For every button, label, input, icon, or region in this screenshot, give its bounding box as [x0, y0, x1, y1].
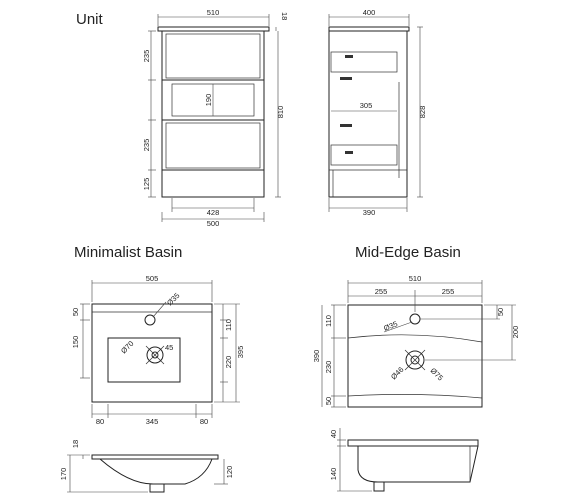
minimalist-tap-hole	[144, 314, 156, 326]
minimalist-basin-bowl	[107, 337, 181, 383]
unit-side-top-drawer	[330, 51, 398, 73]
unit-side-worktop	[328, 26, 410, 32]
mid-edge-basin-side-view: 40 140	[329, 428, 479, 492]
dim-mid-edge-left-110: 110	[324, 315, 333, 327]
dim-unit-drawer-top: 235	[142, 50, 151, 63]
dim-mid-edge-right-50: 50	[496, 308, 505, 316]
unit-front-view: 510 18 235 235 125 190 810 428 500	[142, 8, 289, 228]
dim-mid-edge-left-50: 50	[324, 397, 333, 405]
minimalist-waste	[146, 346, 164, 364]
dim-mid-edge-right-200: 200	[511, 326, 520, 339]
dim-mid-edge-left-230: 230	[324, 361, 333, 374]
unit-top-drawer	[165, 33, 261, 79]
dim-unit-side-depth-top: 400	[363, 8, 376, 17]
dim-mid-edge-depth: 390	[312, 350, 321, 363]
minimalist-side-bowl	[99, 458, 213, 485]
minimalist-basin-side-view: 18 170 120	[59, 440, 234, 493]
unit-side-carcass	[328, 30, 408, 198]
dim-unit-side-height: 828	[418, 106, 427, 119]
dim-mid-edge-width: 510	[409, 274, 422, 283]
dim-mid-edge-tap-hole: Ø35	[382, 319, 399, 333]
unit-bottom-drawer	[165, 122, 261, 169]
dim-unit-side-depth-bottom: 390	[363, 208, 376, 217]
dim-unit-height: 810	[276, 106, 285, 119]
mid-edge-waste	[405, 350, 425, 370]
dim-mid-edge-half-right: 255	[442, 287, 455, 296]
title-mid-edge-basin: Mid-Edge Basin	[355, 244, 461, 261]
dim-minimalist-angle: 45	[165, 343, 173, 352]
dim-minimalist-tap-hole: Ø35	[165, 291, 181, 307]
mid-edge-basin-lower-edge	[347, 394, 483, 399]
dim-minimalist-depth: 395	[236, 346, 245, 359]
dim-unit-drawer-bottom: 235	[142, 139, 151, 152]
mid-edge-side-waste	[373, 481, 385, 492]
dim-unit-width-top: 510	[207, 8, 220, 17]
dim-mid-edge-waste-outer: Ø75	[429, 366, 445, 382]
unit-side-view: 400 305 828 390	[328, 8, 427, 217]
minimalist-basin-outline	[91, 303, 213, 403]
dim-minimalist-side-170: 170	[59, 468, 68, 481]
minimalist-side-rim	[91, 454, 219, 460]
dim-unit-side-drawer-depth: 305	[360, 101, 373, 110]
dim-minimalist-bottom-mid: 345	[146, 417, 159, 426]
dim-unit-width-bottom: 500	[207, 219, 220, 228]
dim-minimalist-width: 505	[146, 274, 159, 283]
minimalist-basin-top-view: 505 Ø35 Ø70 45 50 150 110 220 395 80 345	[71, 274, 245, 426]
dim-unit-plinth: 125	[142, 178, 151, 191]
dim-unit-top-thickness: 18	[280, 12, 289, 20]
dim-mid-edge-side-140: 140	[329, 468, 338, 481]
title-unit: Unit	[76, 11, 104, 28]
unit-side-bottom-drawer	[330, 144, 398, 166]
title-minimalist-basin: Minimalist Basin	[74, 244, 182, 261]
dim-minimalist-bottom-right: 80	[200, 417, 208, 426]
mid-edge-tap-hole	[409, 313, 421, 325]
unit-carcass	[161, 30, 265, 198]
mid-edge-side-bowl	[357, 445, 479, 483]
unit-worktop	[157, 26, 270, 32]
minimalist-side-waste	[149, 483, 165, 493]
dim-mid-edge-waste-inner: Ø46	[389, 365, 405, 381]
dim-unit-open-shelf: 190	[204, 94, 213, 107]
dim-minimalist-waste: Ø70	[119, 339, 135, 355]
dim-minimalist-left-50: 50	[71, 308, 80, 316]
dim-mid-edge-side-40: 40	[329, 430, 338, 438]
dim-minimalist-right-110: 110	[224, 319, 233, 331]
dim-minimalist-side-18: 18	[71, 440, 80, 448]
dim-mid-edge-half-left: 255	[375, 287, 388, 296]
mid-edge-basin-top-view: 510 255 255 Ø35 Ø46 Ø75 110 230 50 390 5…	[312, 274, 520, 408]
dim-minimalist-right-220: 220	[224, 356, 233, 369]
dim-minimalist-left-150: 150	[71, 336, 80, 349]
dim-minimalist-side-120: 120	[225, 466, 234, 479]
mid-edge-side-rim	[347, 439, 479, 447]
dim-minimalist-bottom-left: 80	[96, 417, 104, 426]
dim-unit-inner-width: 428	[207, 208, 220, 217]
mid-edge-basin-upper-edge	[347, 334, 483, 343]
